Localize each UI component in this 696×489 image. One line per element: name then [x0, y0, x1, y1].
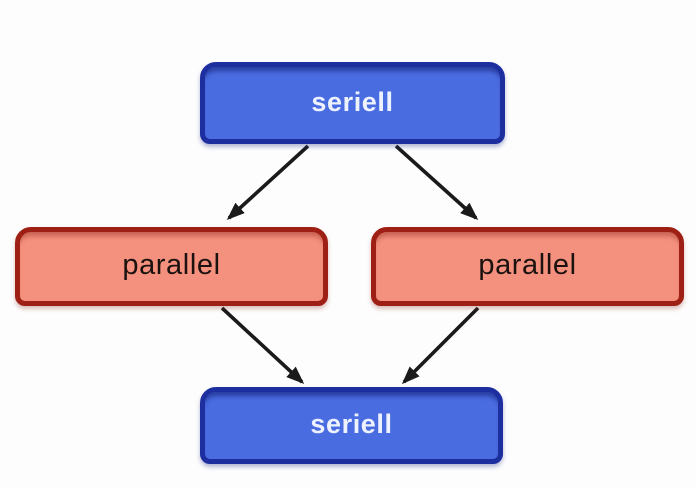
- node-label-seriell-top: seriell: [311, 86, 394, 117]
- node-label-parallel-right: parallel: [478, 249, 577, 281]
- edge-parallel-left-to-seriell-bottom: [220, 306, 305, 385]
- edge-seriell-top-to-parallel-right: [394, 144, 479, 221]
- node-seriell-bottom: seriell: [200, 387, 503, 464]
- node-seriell-top: seriell: [200, 62, 505, 144]
- node-parallel-left: parallel: [15, 227, 328, 306]
- edge-parallel-right-to-seriell-bottom: [401, 306, 480, 385]
- node-parallel-right: parallel: [371, 227, 684, 306]
- node-label-seriell-bottom: seriell: [310, 409, 393, 439]
- node-label-parallel-left: parallel: [122, 249, 221, 281]
- edge-seriell-top-to-parallel-left: [226, 144, 310, 221]
